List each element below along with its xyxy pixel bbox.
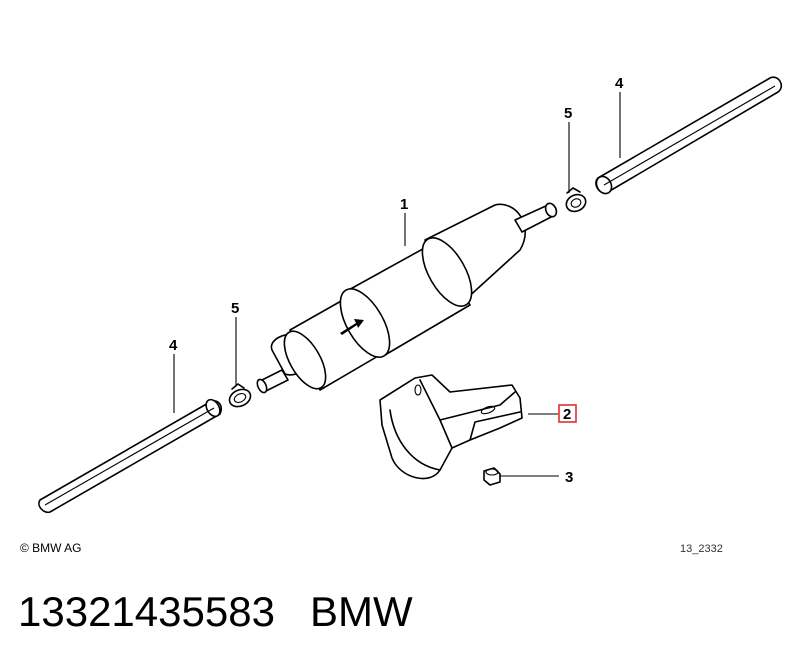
part-number: 13321435583 (18, 588, 275, 635)
callout-nut: 3 (565, 469, 573, 486)
callout-filter: 1 (400, 196, 408, 213)
hose-clamp-left[interactable] (227, 383, 254, 410)
callout-clamp-left: 5 (231, 300, 239, 317)
callout-hose-left: 4 (169, 337, 178, 354)
hose-clamp-right[interactable] (564, 187, 589, 214)
brand-label: BMW (309, 588, 413, 635)
copyright-label: © BMW AG (20, 541, 82, 555)
filter-bracket[interactable] (379, 374, 523, 480)
drawing-id-label: 13_2332 (680, 543, 723, 555)
callout-hose-right: 4 (615, 75, 624, 92)
callout-bracket-highlighted[interactable]: 2 (558, 404, 577, 423)
leader-lines (173, 92, 621, 477)
callout-bracket: 2 (563, 406, 571, 423)
part-footer: 13321435583 BMW (18, 588, 413, 636)
fuel-filter[interactable] (255, 202, 558, 396)
fuel-hose-right[interactable] (593, 76, 783, 196)
callout-clamp-right: 5 (564, 105, 572, 122)
nut[interactable] (483, 467, 501, 486)
fuel-hose-left[interactable] (38, 397, 223, 514)
